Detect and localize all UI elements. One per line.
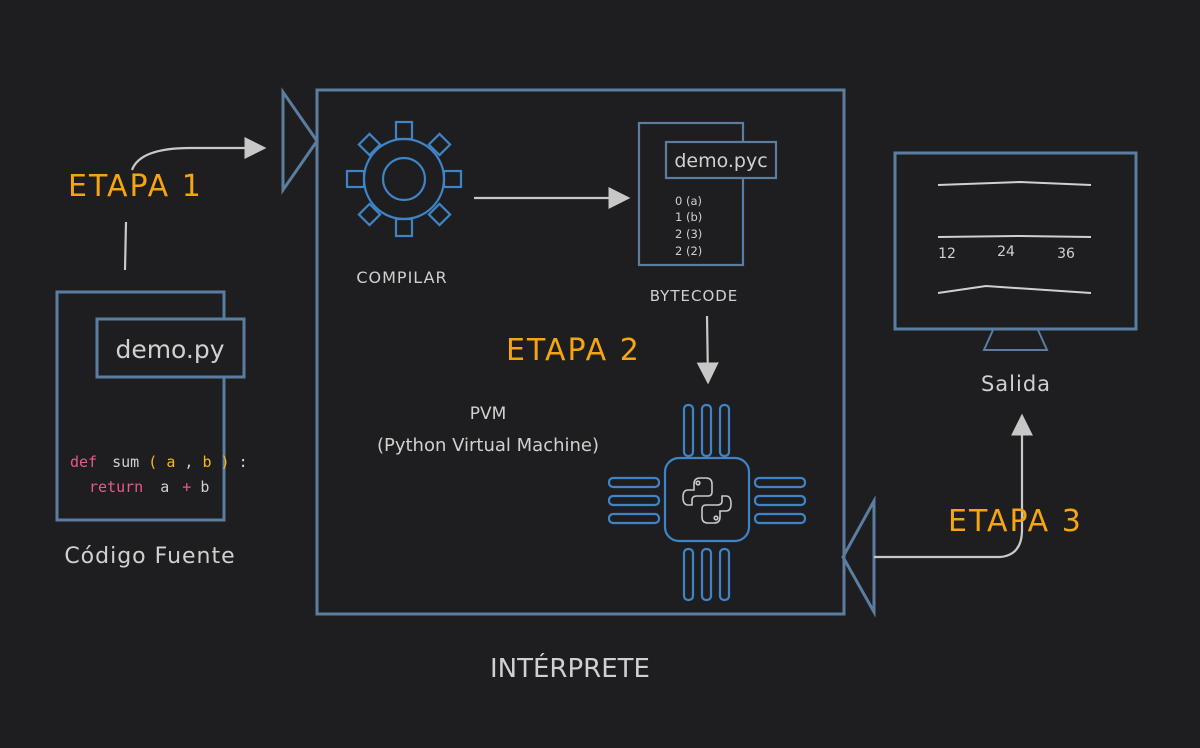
code-func-name: sum bbox=[112, 453, 139, 471]
code-keyword-return: return bbox=[89, 478, 143, 496]
bytecode-filename: demo.pyc bbox=[674, 150, 767, 172]
python-logo-icon bbox=[682, 477, 732, 524]
output-value: 12 bbox=[938, 246, 956, 262]
stage1-arrow bbox=[130, 137, 267, 171]
source-document: demo.py def sum ( a , b ) : return a + b… bbox=[55, 290, 248, 569]
code-paren-open: ( bbox=[148, 453, 157, 471]
bytecode-label: BYTECODE bbox=[650, 287, 739, 305]
code-expr-b: b bbox=[200, 478, 209, 496]
output-line bbox=[937, 284, 1092, 294]
output-line bbox=[937, 180, 1092, 186]
monitor-icon: 12 24 36 bbox=[893, 151, 1138, 351]
output-funnel-icon bbox=[841, 495, 876, 618]
bytecode-line: 2 (2) bbox=[675, 244, 702, 258]
monitor-screen bbox=[893, 151, 1138, 331]
bytecode-line: 0 (a) bbox=[675, 194, 702, 208]
code-line-2: return a + b bbox=[89, 478, 209, 496]
pvm-subtitle: (Python Virtual Machine) bbox=[377, 435, 599, 456]
pvm-title: PVM bbox=[470, 404, 507, 424]
output-value: 24 bbox=[997, 244, 1015, 260]
interpreter-frame bbox=[315, 88, 846, 616]
cpu-chip-icon bbox=[607, 403, 807, 602]
code-line-1: def sum ( a , b ) : bbox=[70, 453, 248, 471]
source-filename-box bbox=[95, 317, 246, 379]
stage3-label: ETAPA 3 bbox=[948, 504, 1083, 539]
stage2-label: ETAPA 2 bbox=[506, 333, 641, 368]
gear-icon bbox=[345, 120, 463, 238]
bytecode-to-pvm-arrow bbox=[696, 315, 719, 385]
interpreter-label: INTÉRPRETE bbox=[490, 652, 650, 684]
bytecode-document-frame bbox=[637, 121, 745, 267]
code-colon: : bbox=[239, 453, 248, 471]
output-line bbox=[937, 234, 1092, 238]
bytecode-filename-box bbox=[664, 140, 778, 180]
code-comma: , bbox=[184, 453, 193, 471]
bytecode-document: demo.pyc 0 (a) 1 (b) 2 (3) 2 (2) BYTECOD… bbox=[637, 121, 778, 305]
output-value: 36 bbox=[1057, 246, 1075, 262]
source-document-frame bbox=[55, 290, 226, 522]
bytecode-line: 2 (3) bbox=[675, 227, 702, 241]
code-arg-b: b bbox=[202, 453, 211, 471]
code-paren-close: ) bbox=[221, 453, 230, 471]
stage1-label: ETAPA 1 bbox=[68, 169, 203, 204]
compile-label: COMPILAR bbox=[356, 268, 447, 287]
stage1-connector-line bbox=[123, 221, 128, 271]
code-keyword-def: def bbox=[70, 453, 97, 471]
code-op-plus: + bbox=[182, 478, 191, 496]
source-label: Código Fuente bbox=[64, 544, 235, 569]
code-expr-a: a bbox=[160, 478, 169, 496]
source-filename: demo.py bbox=[115, 335, 224, 364]
code-arg-a: a bbox=[166, 453, 175, 471]
stage3-arrow bbox=[874, 413, 1033, 559]
input-funnel-icon bbox=[281, 87, 319, 195]
output-label: Salida bbox=[981, 372, 1051, 396]
monitor-stand bbox=[982, 329, 1049, 351]
bytecode-line: 1 (b) bbox=[675, 210, 702, 224]
